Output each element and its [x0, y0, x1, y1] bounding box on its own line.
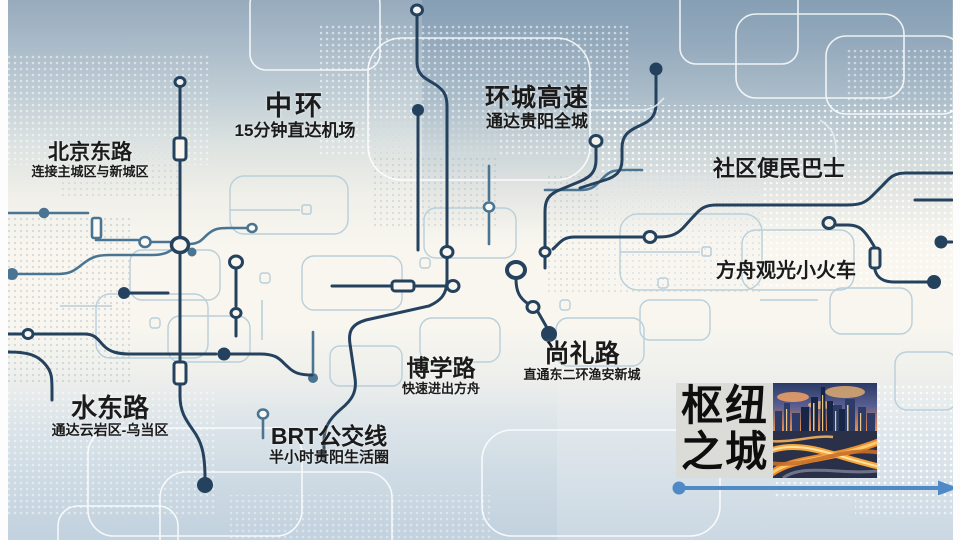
circuit-lines-white — [590, 97, 837, 170]
label-brt-bus-line: BRT公交线 半小时贵阳生活圈 — [268, 423, 390, 467]
label-community-bus: 社区便民巴士 — [712, 156, 846, 182]
slide-left-margin — [0, 0, 8, 540]
circuit-lines-steel — [6, 164, 644, 440]
road-subtitle: 15分钟直达机场 — [234, 121, 356, 141]
label-shuidong-road: 水东路 通达云岩区-乌当区 — [51, 393, 169, 439]
road-subtitle: 通达贵阳全城 — [485, 112, 588, 131]
label-middle-ring: 中环 15分钟直达机场 — [235, 91, 356, 140]
road-title: 博学路 — [406, 355, 476, 381]
city-interchange-photo — [773, 383, 877, 478]
circuit-lines-dark — [6, 3, 954, 493]
road-subtitle: 直通东二环渔安新城 — [523, 367, 641, 382]
slide-right-margin — [953, 0, 960, 540]
label-boxue-road: 博学路 快速进出方舟 — [401, 355, 481, 396]
road-title: 北京东路 — [47, 141, 132, 164]
road-title: 社区便民巴士 — [712, 156, 846, 181]
timeline-arrow — [672, 480, 958, 496]
label-ark-sightseeing-train: 方舟观光小火车 — [716, 260, 856, 282]
slide-title-line1: 枢纽 — [681, 382, 770, 429]
decor-rounded-rects — [57, 0, 960, 540]
road-subtitle: 快速进出方舟 — [401, 380, 481, 396]
road-subtitle: 半小时贵阳生活圈 — [268, 448, 390, 466]
road-title: 水东路 — [70, 393, 150, 423]
label-ring-expressway: 环城高速 通达贵阳全城 — [485, 84, 589, 131]
slide-title-line2: 之城 — [681, 428, 770, 475]
halftone-dots — [0, 25, 955, 540]
road-title: 环城高速 — [484, 84, 590, 112]
road-subtitle: 通达云岩区-乌当区 — [51, 422, 169, 439]
road-subtitle: 连接主城区与新城区 — [31, 163, 149, 179]
road-title: 尚礼路 — [544, 340, 620, 368]
road-title: BRT公交线 — [270, 423, 388, 449]
road-title: 中环 — [264, 91, 325, 121]
label-beijing-east-road: 北京东路 连接主城区与新城区 — [31, 141, 148, 179]
label-shangli-road: 尚礼路 直通东二环渔安新城 — [523, 340, 640, 383]
road-title: 方舟观光小火车 — [716, 260, 856, 282]
arrowhead-icon — [938, 480, 958, 496]
